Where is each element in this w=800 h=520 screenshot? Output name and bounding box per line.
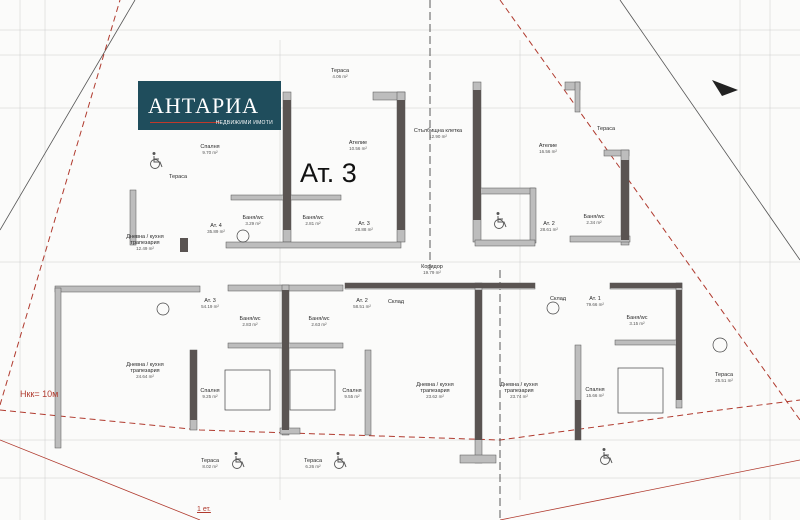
height-note: Нкк= 10м — [20, 389, 59, 399]
wheelchair-icon — [334, 451, 347, 469]
floor-label: 1 ет. — [197, 506, 211, 513]
highlighted-apartment-label: Ат. 3 — [300, 158, 357, 188]
logo-name: АНТАРИА — [148, 93, 260, 118]
logo-tagline: НЕДВИЖИМИ ИМОТИ — [215, 120, 273, 126]
accessibility-icons — [150, 151, 613, 469]
structural-columns — [180, 90, 682, 440]
furniture — [156, 229, 728, 414]
north-arrow-icon — [712, 80, 738, 96]
logo-line — [150, 122, 220, 123]
company-logo: АНТАРИА НЕДВИЖИМИ ИМОТИ — [138, 81, 281, 130]
wheelchair-icon — [232, 451, 245, 469]
room-label: Тераса — [596, 126, 616, 132]
wheelchair-icon — [600, 447, 613, 465]
wheelchair-icon — [494, 211, 507, 229]
room-label: Склад — [388, 299, 404, 305]
walls — [54, 81, 683, 464]
room-label: Склад — [550, 296, 566, 302]
room-label: Тераса — [168, 174, 188, 180]
wheelchair-icon — [150, 151, 163, 169]
